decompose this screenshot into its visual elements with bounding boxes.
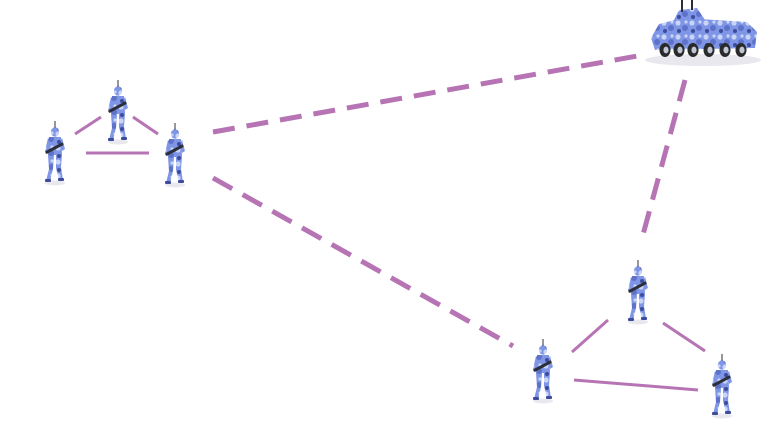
solid-link-squad-a-top-to-squad-a-left [75,117,101,134]
armored-vehicle-icon [645,0,761,66]
solid-link-squad-a-top-to-squad-a-right [133,117,158,134]
soldier-icon [533,339,553,404]
soldier-icon [628,260,648,325]
dashed-link-squad-a-right-to-vehicle [213,55,643,132]
dashed-link-vehicle-to-squad-b-top [641,80,685,242]
solid-link-squad-b-left-to-squad-b-right [574,380,698,390]
solid-link-squad-b-top-to-squad-b-right [663,323,705,351]
soldier-icon [45,121,65,186]
dashed-link-squad-a-right-to-squad-b-left [213,178,513,346]
soldier-icon [108,80,128,145]
solid-link-squad-b-top-to-squad-b-left [572,320,608,352]
soldier-icon [165,123,185,188]
soldier-icon [712,354,732,419]
